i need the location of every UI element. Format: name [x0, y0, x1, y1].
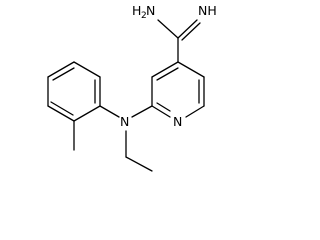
- tolyl-ring: [47, 61, 101, 151]
- tolyl-bond-c2-c3-inner: [50, 101, 74, 116]
- pyridine-bond-c6-n1: [185, 105, 205, 118]
- amine-h-label: N: [146, 3, 155, 18]
- pyridine-bond-c3-c4: [151, 61, 179, 78]
- pyridine-bond-c4-c5: [177, 61, 205, 78]
- bond-ring-to-tertiary-n: [131, 105, 153, 118]
- tolyl-bond-c5-c6: [73, 61, 101, 78]
- pyridine-bond-n1-c2-inner: [156, 102, 171, 112]
- imine-nh-label: NH: [198, 3, 217, 18]
- ethylamino-group: N: [99, 105, 153, 172]
- amine-n-label: H: [132, 3, 141, 18]
- pyridine-bond-n1-c2: [151, 105, 171, 118]
- amine-sub-label: 2: [141, 11, 147, 21]
- bond-amidine-c-to-nh-a: [177, 19, 198, 39]
- pyridine-bond-c3-c4-inner: [156, 67, 179, 81]
- structure-diagram: H 2 N NH N N: [47, 3, 217, 172]
- bond-n-to-phenyl: [99, 105, 120, 118]
- bond-amidine-c-to-nh2: [157, 19, 179, 39]
- tolyl-bond-c4-c5: [47, 61, 75, 78]
- pyridine-ring: N: [151, 61, 205, 129]
- bond-amidine-c-to-nh-b: [181, 22, 201, 41]
- tolyl-bond-c1-c2: [73, 105, 101, 122]
- tolyl-bond-c4-c5-inner: [52, 67, 75, 81]
- amidine-group: H 2 N NH: [132, 3, 217, 63]
- bond-ethyl-ch2-to-ch3: [125, 156, 153, 172]
- tolyl-bond-c2-c3: [47, 105, 75, 122]
- pyridine-n-label: N: [173, 114, 182, 129]
- tertiary-n-label: N: [120, 114, 129, 129]
